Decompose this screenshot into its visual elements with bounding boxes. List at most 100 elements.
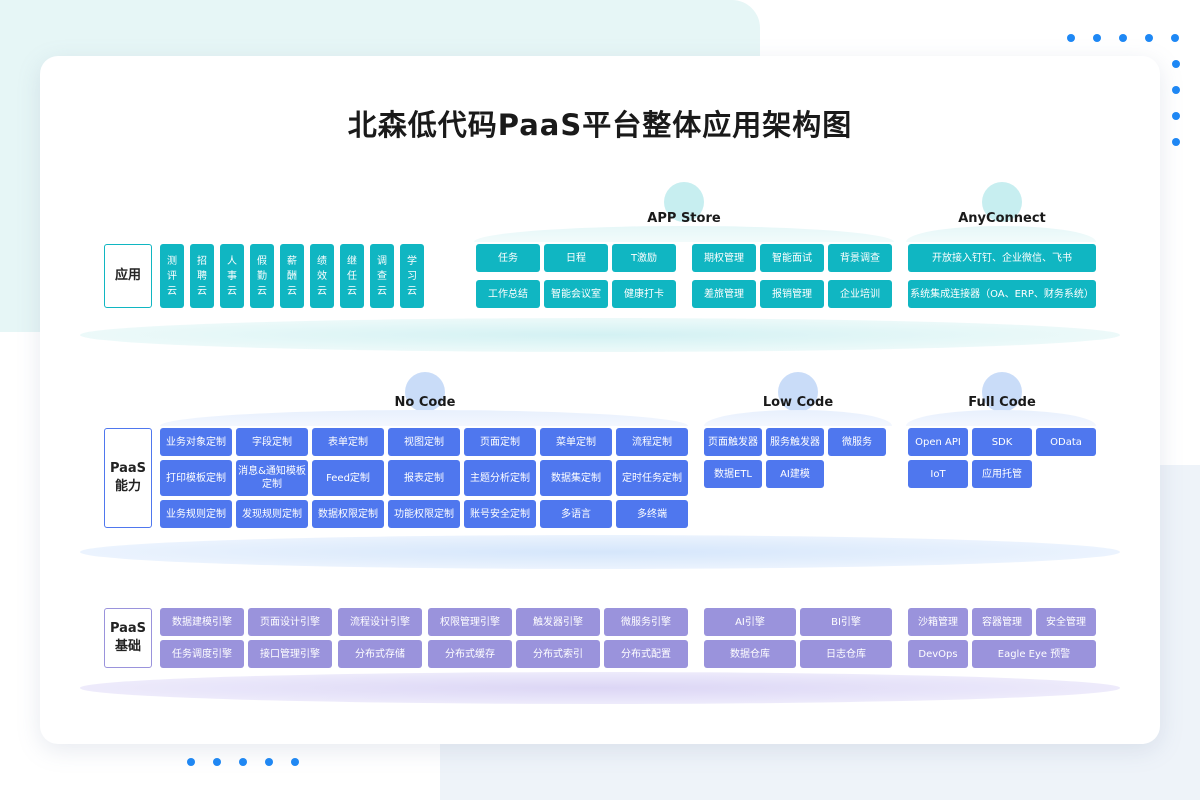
full-code-item[interactable]: SDK xyxy=(972,428,1032,456)
engine-item[interactable]: 页面设计引擎 xyxy=(248,608,332,636)
app-cloud-6[interactable]: 继任云 xyxy=(340,244,364,308)
full-code-item[interactable]: 应用托管 xyxy=(972,460,1032,488)
glow-anyconnect xyxy=(906,226,1096,242)
no-code-item[interactable]: 表单定制 xyxy=(312,428,384,456)
full-code-item[interactable]: IoT xyxy=(908,460,968,488)
low-code-item[interactable]: 服务触发器 xyxy=(766,428,824,456)
no-code-item[interactable]: 数据权限定制 xyxy=(312,500,384,528)
app-cloud-8[interactable]: 学习云 xyxy=(400,244,424,308)
no-code-item[interactable]: 打印模板定制 xyxy=(160,460,232,496)
ops-item[interactable]: 容器管理 xyxy=(972,608,1032,636)
app-cloud-2[interactable]: 人事云 xyxy=(220,244,244,308)
engine-item[interactable]: 触发器引擎 xyxy=(516,608,600,636)
no-code-item[interactable]: Feed定制 xyxy=(312,460,384,496)
ops-item[interactable]: Eagle Eye 预警 xyxy=(972,640,1096,668)
full-code-item[interactable]: OData xyxy=(1036,428,1096,456)
no-code-item[interactable]: 流程定制 xyxy=(616,428,688,456)
no-code-item[interactable]: 发现规则定制 xyxy=(236,500,308,528)
full-code-item[interactable]: Open API xyxy=(908,428,968,456)
engine-item[interactable]: 分布式存储 xyxy=(338,640,422,668)
glow-low-code xyxy=(704,410,892,426)
glow-full-code xyxy=(906,410,1096,426)
app-cloud-char: 任 xyxy=(347,270,357,282)
low-code-item[interactable]: 微服务 xyxy=(828,428,886,456)
dots-decoration-top xyxy=(1067,34,1179,42)
app-cloud-7[interactable]: 调查云 xyxy=(370,244,394,308)
data-item[interactable]: 日志仓库 xyxy=(800,640,892,668)
engine-item[interactable]: 权限管理引擎 xyxy=(428,608,512,636)
engine-item[interactable]: 分布式配置 xyxy=(604,640,688,668)
no-code-item[interactable]: 功能权限定制 xyxy=(388,500,460,528)
app-store-item[interactable]: 工作总结 xyxy=(476,280,540,308)
app-store-item[interactable]: 背景调查 xyxy=(828,244,892,272)
row-label-paas-base: PaaS 基础 xyxy=(104,608,152,668)
engine-item[interactable]: 任务调度引擎 xyxy=(160,640,244,668)
row-label-paas-base-line2: 基础 xyxy=(114,639,141,654)
app-store-item[interactable]: 差旅管理 xyxy=(692,280,756,308)
app-store-item[interactable]: T激励 xyxy=(612,244,676,272)
engine-item[interactable]: 接口管理引擎 xyxy=(248,640,332,668)
ops-item[interactable]: 沙箱管理 xyxy=(908,608,968,636)
engine-item[interactable]: 流程设计引擎 xyxy=(338,608,422,636)
row-label-paas-ability: PaaS 能力 xyxy=(104,428,152,528)
cloud-icon-app-store xyxy=(656,182,712,222)
data-item[interactable]: AI引擎 xyxy=(704,608,796,636)
app-cloud-char: 云 xyxy=(167,285,177,297)
app-cloud-1[interactable]: 招聘云 xyxy=(190,244,214,308)
app-store-item[interactable]: 报销管理 xyxy=(760,280,824,308)
no-code-item[interactable]: 页面定制 xyxy=(464,428,536,456)
data-item[interactable]: BI引擎 xyxy=(800,608,892,636)
platform-apps xyxy=(80,318,1120,352)
app-cloud-char: 继 xyxy=(347,255,357,267)
low-code-item[interactable]: 数据ETL xyxy=(704,460,762,488)
app-store-item[interactable]: 日程 xyxy=(544,244,608,272)
no-code-item[interactable]: 多终端 xyxy=(616,500,688,528)
no-code-item[interactable]: 菜单定制 xyxy=(540,428,612,456)
app-cloud-char: 薪 xyxy=(287,255,297,267)
ops-item[interactable]: DevOps xyxy=(908,640,968,668)
no-code-item[interactable]: 视图定制 xyxy=(388,428,460,456)
no-code-item[interactable]: 定时任务定制 xyxy=(616,460,688,496)
no-code-item[interactable]: 主题分析定制 xyxy=(464,460,536,496)
row-label-apps-text: 应用 xyxy=(114,268,141,283)
app-cloud-char: 评 xyxy=(167,270,177,282)
engine-item[interactable]: 分布式缓存 xyxy=(428,640,512,668)
engine-item[interactable]: 数据建模引擎 xyxy=(160,608,244,636)
data-item[interactable]: 数据仓库 xyxy=(704,640,796,668)
no-code-item[interactable]: 数据集定制 xyxy=(540,460,612,496)
app-cloud-char: 聘 xyxy=(197,270,207,282)
low-code-item[interactable]: AI建模 xyxy=(766,460,824,488)
app-cloud-char: 测 xyxy=(167,255,177,267)
engine-item[interactable]: 分布式索引 xyxy=(516,640,600,668)
app-store-item[interactable]: 期权管理 xyxy=(692,244,756,272)
app-cloud-3[interactable]: 假勤云 xyxy=(250,244,274,308)
app-cloud-0[interactable]: 测评云 xyxy=(160,244,184,308)
app-cloud-5[interactable]: 绩效云 xyxy=(310,244,334,308)
app-store-item[interactable]: 智能会议室 xyxy=(544,280,608,308)
app-cloud-char: 绩 xyxy=(317,255,327,267)
anyconnect-item[interactable]: 系统集成连接器（OA、ERP、财务系统） xyxy=(908,280,1096,308)
dots-decoration-right xyxy=(1172,60,1180,146)
app-cloud-char: 云 xyxy=(347,285,357,297)
low-code-item[interactable]: 页面触发器 xyxy=(704,428,762,456)
app-store-item[interactable]: 健康打卡 xyxy=(612,280,676,308)
app-cloud-char: 勤 xyxy=(257,270,267,282)
app-cloud-char: 招 xyxy=(197,255,207,267)
app-cloud-char: 云 xyxy=(227,285,237,297)
glow-app-store xyxy=(474,226,894,242)
app-store-item[interactable]: 任务 xyxy=(476,244,540,272)
cloud-icon-full-code xyxy=(974,372,1030,412)
app-cloud-4[interactable]: 薪酬云 xyxy=(280,244,304,308)
app-store-item[interactable]: 智能面试 xyxy=(760,244,824,272)
anyconnect-item[interactable]: 开放接入钉钉、企业微信、飞书 xyxy=(908,244,1096,272)
app-store-item[interactable]: 企业培训 xyxy=(828,280,892,308)
ops-item[interactable]: 安全管理 xyxy=(1036,608,1096,636)
no-code-item[interactable]: 消息&通知模板定制 xyxy=(236,460,308,496)
engine-item[interactable]: 微服务引擎 xyxy=(604,608,688,636)
no-code-item[interactable]: 报表定制 xyxy=(388,460,460,496)
no-code-item[interactable]: 字段定制 xyxy=(236,428,308,456)
no-code-item[interactable]: 账号安全定制 xyxy=(464,500,536,528)
no-code-item[interactable]: 业务对象定制 xyxy=(160,428,232,456)
no-code-item[interactable]: 多语言 xyxy=(540,500,612,528)
no-code-item[interactable]: 业务规则定制 xyxy=(160,500,232,528)
